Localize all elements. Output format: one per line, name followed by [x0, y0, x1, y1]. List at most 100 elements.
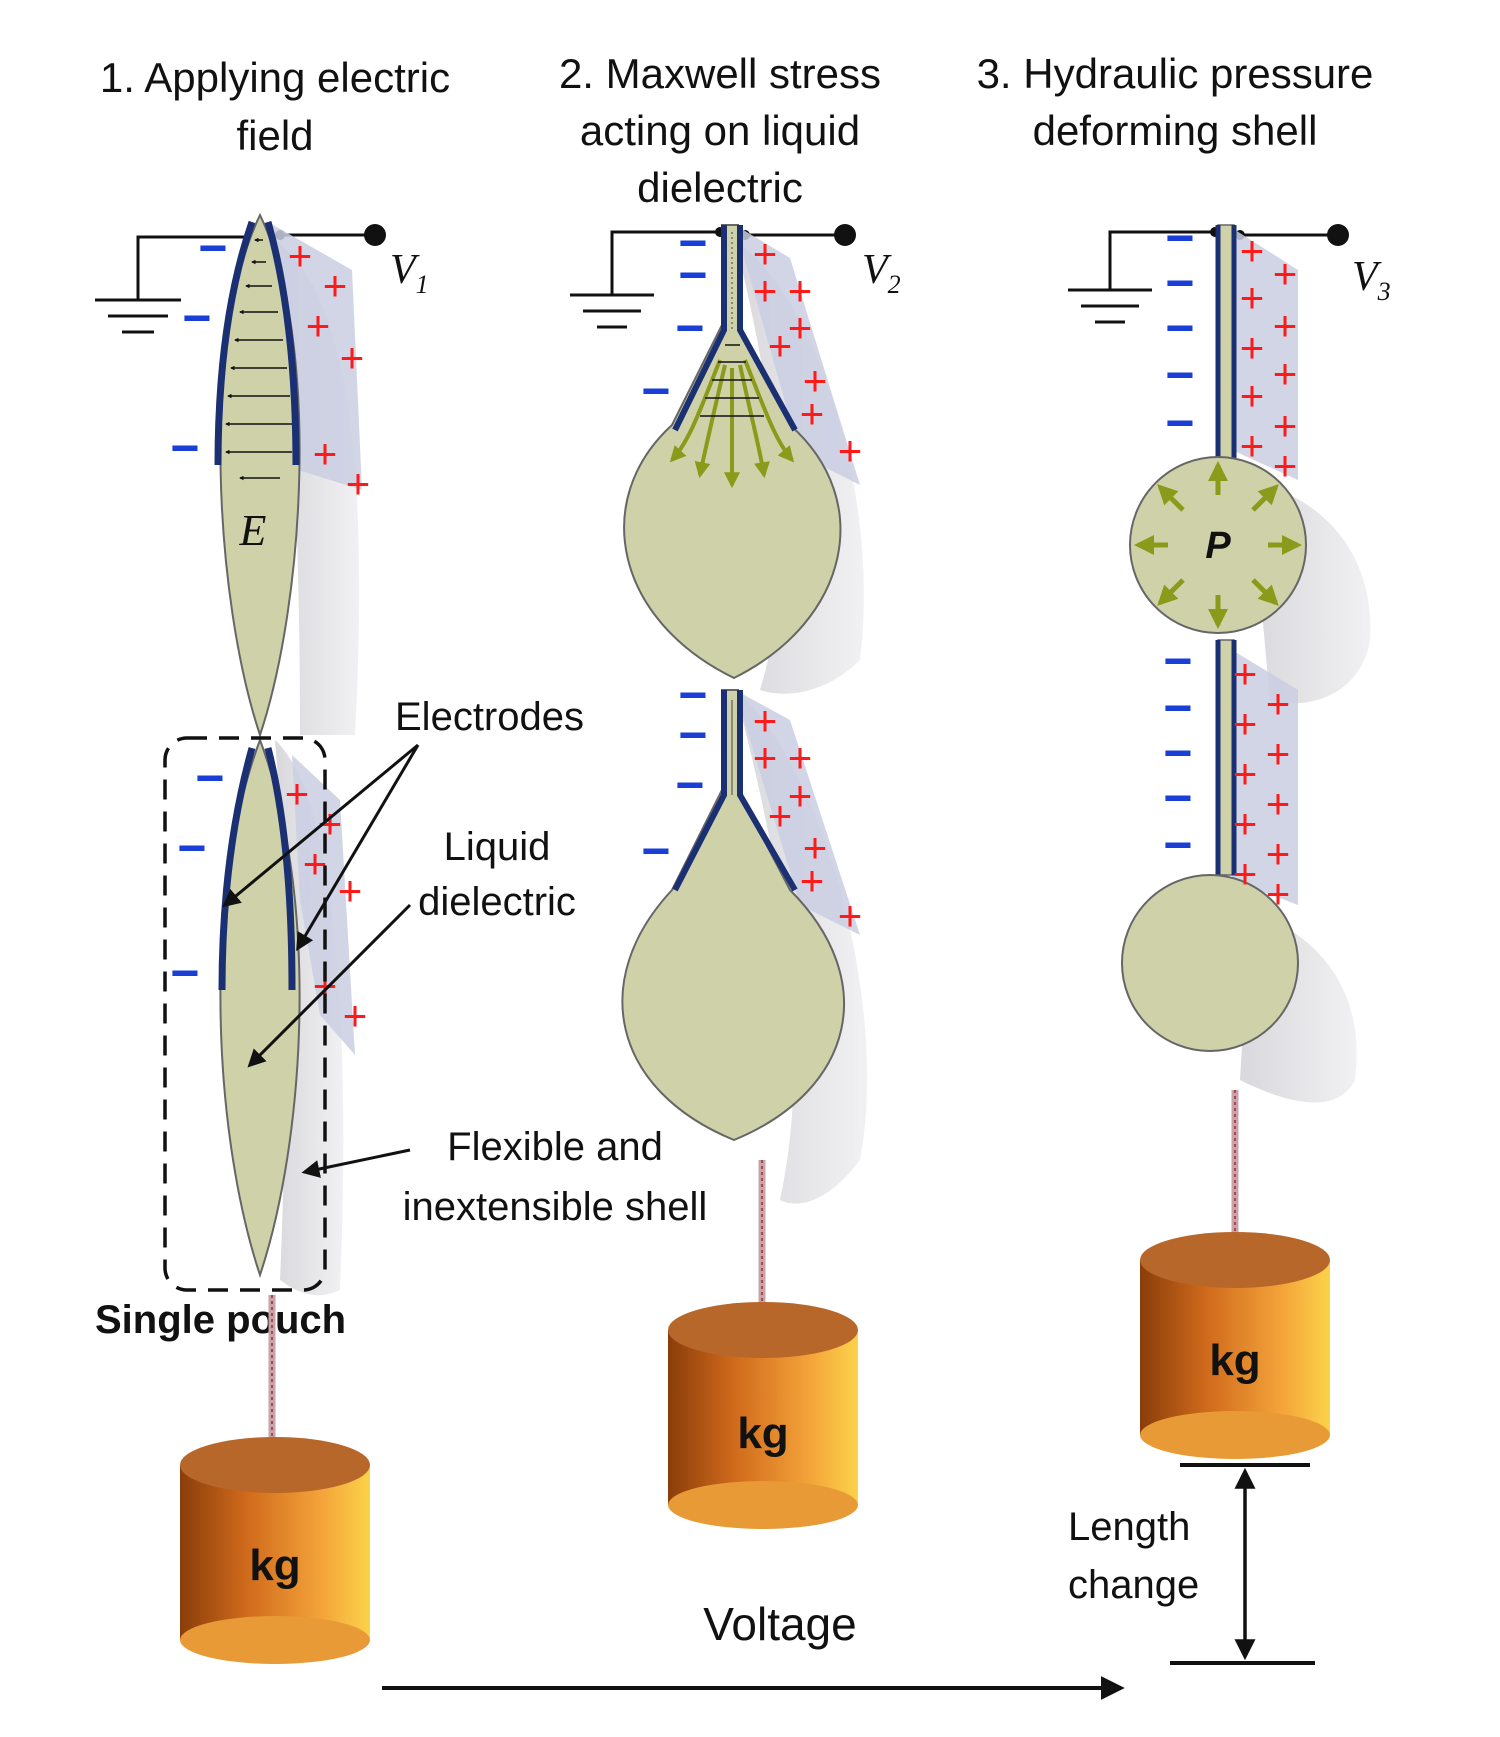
- actuator-step-3: V3 P − − −: [1068, 210, 1391, 1459]
- weight-3: kg: [1140, 1232, 1330, 1459]
- title-step-2-line-1: 2. Maxwell stress: [559, 50, 881, 97]
- svg-text:+: +: [1266, 680, 1291, 727]
- liquid-label-line-2: dielectric: [418, 880, 576, 924]
- voltage-axis: Voltage: [382, 1598, 1125, 1700]
- title-step-3-line-2: deforming shell: [1033, 107, 1318, 154]
- svg-text:+: +: [788, 304, 813, 351]
- svg-text:+: +: [303, 840, 328, 887]
- svg-text:+: +: [753, 734, 778, 781]
- svg-text:+: +: [1233, 850, 1258, 897]
- pouch-3-lower: [1121, 874, 1299, 1052]
- weight-2: kg: [668, 1302, 858, 1529]
- svg-text:+: +: [1240, 324, 1265, 371]
- svg-text:+: +: [753, 267, 778, 314]
- actuator-step-2: V2 −: [570, 215, 901, 1529]
- svg-text:−: −: [1163, 680, 1192, 736]
- title-step-3-line-1: 3. Hydraulic pressure: [977, 50, 1374, 97]
- negative-charges-1: − − − − − −: [170, 220, 227, 1001]
- circuit-2: [570, 230, 842, 329]
- positive-charges-3: + + + + + + + + + + + + + + + + + + + +: [1233, 227, 1298, 917]
- length-label-line-2: change: [1068, 1563, 1199, 1607]
- title-step-1-line-1: 1. Applying electric: [100, 54, 450, 101]
- circuit-1: [95, 233, 372, 334]
- actuator-step-1: V1 E −: [95, 212, 429, 1664]
- liquid-dielectric-annotation: Liquid dielectric: [247, 825, 576, 1068]
- svg-text:+: +: [1240, 227, 1265, 274]
- electrode-1a-left: [214, 220, 256, 466]
- shell-annotation: Flexible and inextensible shell: [301, 1125, 708, 1229]
- circuit-3: [1068, 230, 1335, 324]
- svg-text:+: +: [1266, 730, 1291, 777]
- title-step-2-line-3: dielectric: [637, 164, 803, 211]
- weight-1: kg: [180, 1437, 370, 1664]
- weight-1-label: kg: [249, 1541, 300, 1590]
- svg-text:−: −: [1163, 770, 1192, 826]
- svg-text:−: −: [641, 823, 670, 879]
- title-step-1-line-2: field: [236, 112, 313, 159]
- svg-text:−: −: [675, 757, 704, 813]
- svg-text:+: +: [1273, 402, 1298, 449]
- svg-text:+: +: [285, 770, 310, 817]
- svg-text:−: −: [1165, 255, 1194, 311]
- electrode-2a-left: [672, 225, 727, 432]
- svg-text:−: −: [198, 220, 227, 276]
- svg-text:−: −: [195, 750, 224, 806]
- svg-text:−: −: [678, 707, 707, 763]
- field-label-e: E: [239, 506, 267, 555]
- svg-text:+: +: [768, 792, 793, 839]
- svg-text:+: +: [1233, 750, 1258, 797]
- svg-text:+: +: [1266, 780, 1291, 827]
- pouch-2-lower: [621, 689, 846, 1142]
- electric-field-lines: [225, 237, 292, 481]
- svg-text:−: −: [1165, 300, 1194, 356]
- electrodes-label: Electrodes: [395, 695, 584, 739]
- electrode-2a-right: [737, 225, 798, 432]
- electrode-plane-1a: [268, 222, 362, 490]
- length-change-indicator: Length change: [1068, 1463, 1315, 1665]
- electrode-plane-2a: [735, 225, 860, 485]
- svg-text:+: +: [346, 460, 371, 507]
- voltage-terminal-1: [364, 224, 386, 246]
- length-label-line-1: Length: [1068, 1505, 1190, 1549]
- svg-text:−: −: [1163, 817, 1192, 873]
- shell-label-line-2: inextensible shell: [403, 1185, 708, 1229]
- svg-text:+: +: [788, 267, 813, 314]
- svg-text:+: +: [753, 697, 778, 744]
- positive-charges-2: + + + + + + + + + + + + + + + +: [753, 230, 863, 939]
- electrodes-annotation: Electrodes: [222, 695, 584, 952]
- electrode-2b-left: [672, 690, 727, 892]
- svg-text:+: +: [1273, 442, 1298, 489]
- svg-text:−: −: [1165, 395, 1194, 451]
- pressure-arrows: [1134, 461, 1302, 629]
- svg-text:−: −: [1163, 725, 1192, 781]
- electrode-plane-2b: [735, 690, 860, 935]
- electrode-1a-right: [264, 221, 300, 466]
- maxwell-stress-arrows: [669, 359, 795, 489]
- voltage-label-1: V1: [390, 247, 429, 299]
- svg-text:+: +: [1266, 870, 1291, 917]
- title-step-1: 1. Applying electric field: [100, 54, 450, 159]
- electrode-1b-left: [218, 747, 256, 991]
- svg-text:+: +: [288, 232, 313, 279]
- svg-text:−: −: [675, 300, 704, 356]
- svg-text:+: +: [1273, 302, 1298, 349]
- svg-text:+: +: [1273, 250, 1298, 297]
- voltage-axis-label: Voltage: [703, 1598, 856, 1650]
- svg-text:+: +: [788, 772, 813, 819]
- single-pouch-box: [163, 736, 327, 1292]
- pressure-label-p: P: [1205, 525, 1231, 567]
- negative-charges-2: − − − − − − − −: [641, 215, 707, 879]
- electrode-plane-3b: [1232, 650, 1298, 905]
- svg-text:+: +: [1233, 800, 1258, 847]
- negative-charges-3: − − − − − − − − − −: [1163, 210, 1194, 873]
- svg-text:−: −: [177, 820, 206, 876]
- svg-text:+: +: [313, 430, 338, 477]
- electrode-plane-3a: [1232, 228, 1298, 480]
- svg-text:+: +: [1273, 350, 1298, 397]
- svg-text:+: +: [323, 262, 348, 309]
- svg-text:+: +: [1233, 700, 1258, 747]
- svg-text:+: +: [1233, 650, 1258, 697]
- voltage-label-2: V2: [862, 247, 901, 299]
